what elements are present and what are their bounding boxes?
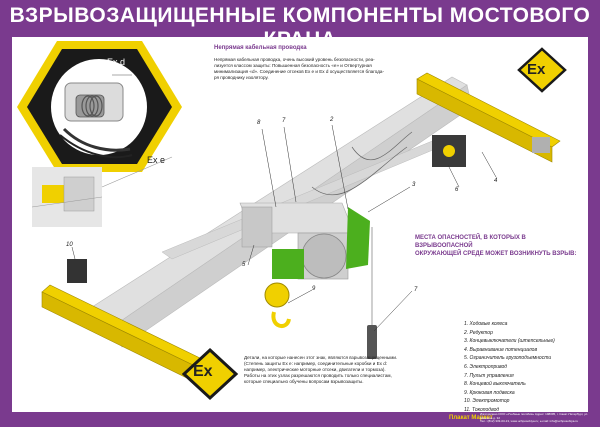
- cable-text-line: Непрямая кабельная проводка, очень высок…: [214, 57, 375, 62]
- magnifier-label-ex-d: Ex d: [107, 57, 126, 67]
- festoon-cables: [311, 131, 413, 196]
- legend-item: 2. Редуктор: [464, 329, 493, 336]
- legend-item: 7. Пульт управления: [464, 372, 514, 379]
- magnifier-hexagon: [17, 41, 182, 172]
- magnifier-label-ex-e: Ex e: [147, 155, 166, 165]
- legend-item: 1. Ходовые колеса: [464, 321, 508, 327]
- danger-heading-line: МЕСТА ОПАСНОСТЕЙ, В КОТОРЫХ В ВЗРЫВООПАС…: [415, 235, 526, 249]
- cable-text-line: ря проводнику изолятору.: [214, 75, 269, 80]
- danger-heading-line: ОКРУЖАЮЩЕЙ СРЕДЕ МОЖЕТ ВОЗНИКНУТЬ ВЗРЫВ:: [415, 251, 577, 257]
- content-panel: Ex d Ex e Ex Ex Непрямая кабельная прово…: [12, 37, 588, 415]
- drive-unit: [432, 135, 466, 167]
- callout-5: 5: [242, 262, 246, 268]
- legend-item: 3. Концевыключатели (штепсельные): [464, 338, 555, 345]
- legend-item: 9. Крюковая подвеска: [464, 389, 515, 396]
- legend-item: 6. Электропривод: [464, 363, 508, 370]
- ex-symbol-top-right: [517, 47, 567, 93]
- footer-credits: Изготовлено ООО «Учебные пособия» Адрес:…: [480, 412, 595, 424]
- cable-text-line: минимализация «d». Соединение отсеков Ex…: [214, 69, 384, 74]
- legend-item: 4. Выравнивание потенциалов: [464, 346, 538, 353]
- crane-illustration: [17, 41, 567, 401]
- callout-6: 6: [455, 187, 459, 193]
- footer-brand: Плакат Маркет: [449, 415, 493, 421]
- callout-8: 8: [257, 120, 261, 126]
- cable-section-heading: Непрямая кабельная проводка: [214, 45, 307, 51]
- callout-4: 4: [494, 178, 498, 184]
- note-line: например, электрические моторные отсеки,…: [244, 367, 386, 372]
- callout-7a: 7: [282, 118, 286, 124]
- bottom-note: Детали, на которые нанесен этот знак, яв…: [244, 355, 454, 385]
- note-line: которые специально обучены вопросам взры…: [244, 379, 364, 384]
- note-line: Детали, на которые нанесен этот знак, яв…: [244, 355, 398, 360]
- footer-line: Изготовлено ООО «Учебные пособия» Адрес:…: [480, 412, 589, 420]
- ex-symbol-text-top: Ex: [527, 61, 546, 78]
- cable-text-line: лизуется классом защиты: Повышенная безо…: [214, 63, 372, 68]
- ex-symbol-text-bottom: Ex: [193, 363, 213, 380]
- footer-line: Тел.: (812) 333-03-13, www.uchposobiya.r…: [480, 419, 578, 424]
- legend-item: 11. Токоподвод: [464, 406, 500, 413]
- callout-lines: [71, 124, 497, 332]
- callout-3: 3: [412, 182, 416, 188]
- end-carriage-right: [416, 72, 561, 163]
- legend-item: 8. Концевой выключатель: [464, 381, 526, 388]
- callout-7b: 7: [414, 287, 418, 293]
- ex-symbol-bottom-left: [181, 347, 239, 401]
- trolley-hoist: [239, 202, 370, 328]
- note-line: Работы на этих узлах разрешаются проводи…: [244, 373, 392, 378]
- detail-photo: [31, 156, 173, 227]
- cable-section-text: Непрямая кабельная проводка, очень высок…: [214, 57, 404, 81]
- legend-item: 5. Ограничитель грузоподъемности: [464, 355, 552, 362]
- danger-heading: МЕСТА ОПАСНОСТЕЙ, В КОТОРЫХ В ВЗРЫВООПАС…: [415, 234, 585, 258]
- legend-list: 1. Ходовые колеса 2. Редуктор 3. Концевы…: [464, 320, 555, 415]
- note-line: (Степень защиты Ex e: например, соединит…: [244, 361, 388, 366]
- callout-9: 9: [312, 286, 316, 292]
- callout-2: 2: [330, 117, 334, 123]
- legend-item: 10. Электромотор: [464, 398, 510, 405]
- callout-10: 10: [66, 242, 73, 248]
- pendant-control: [367, 227, 377, 359]
